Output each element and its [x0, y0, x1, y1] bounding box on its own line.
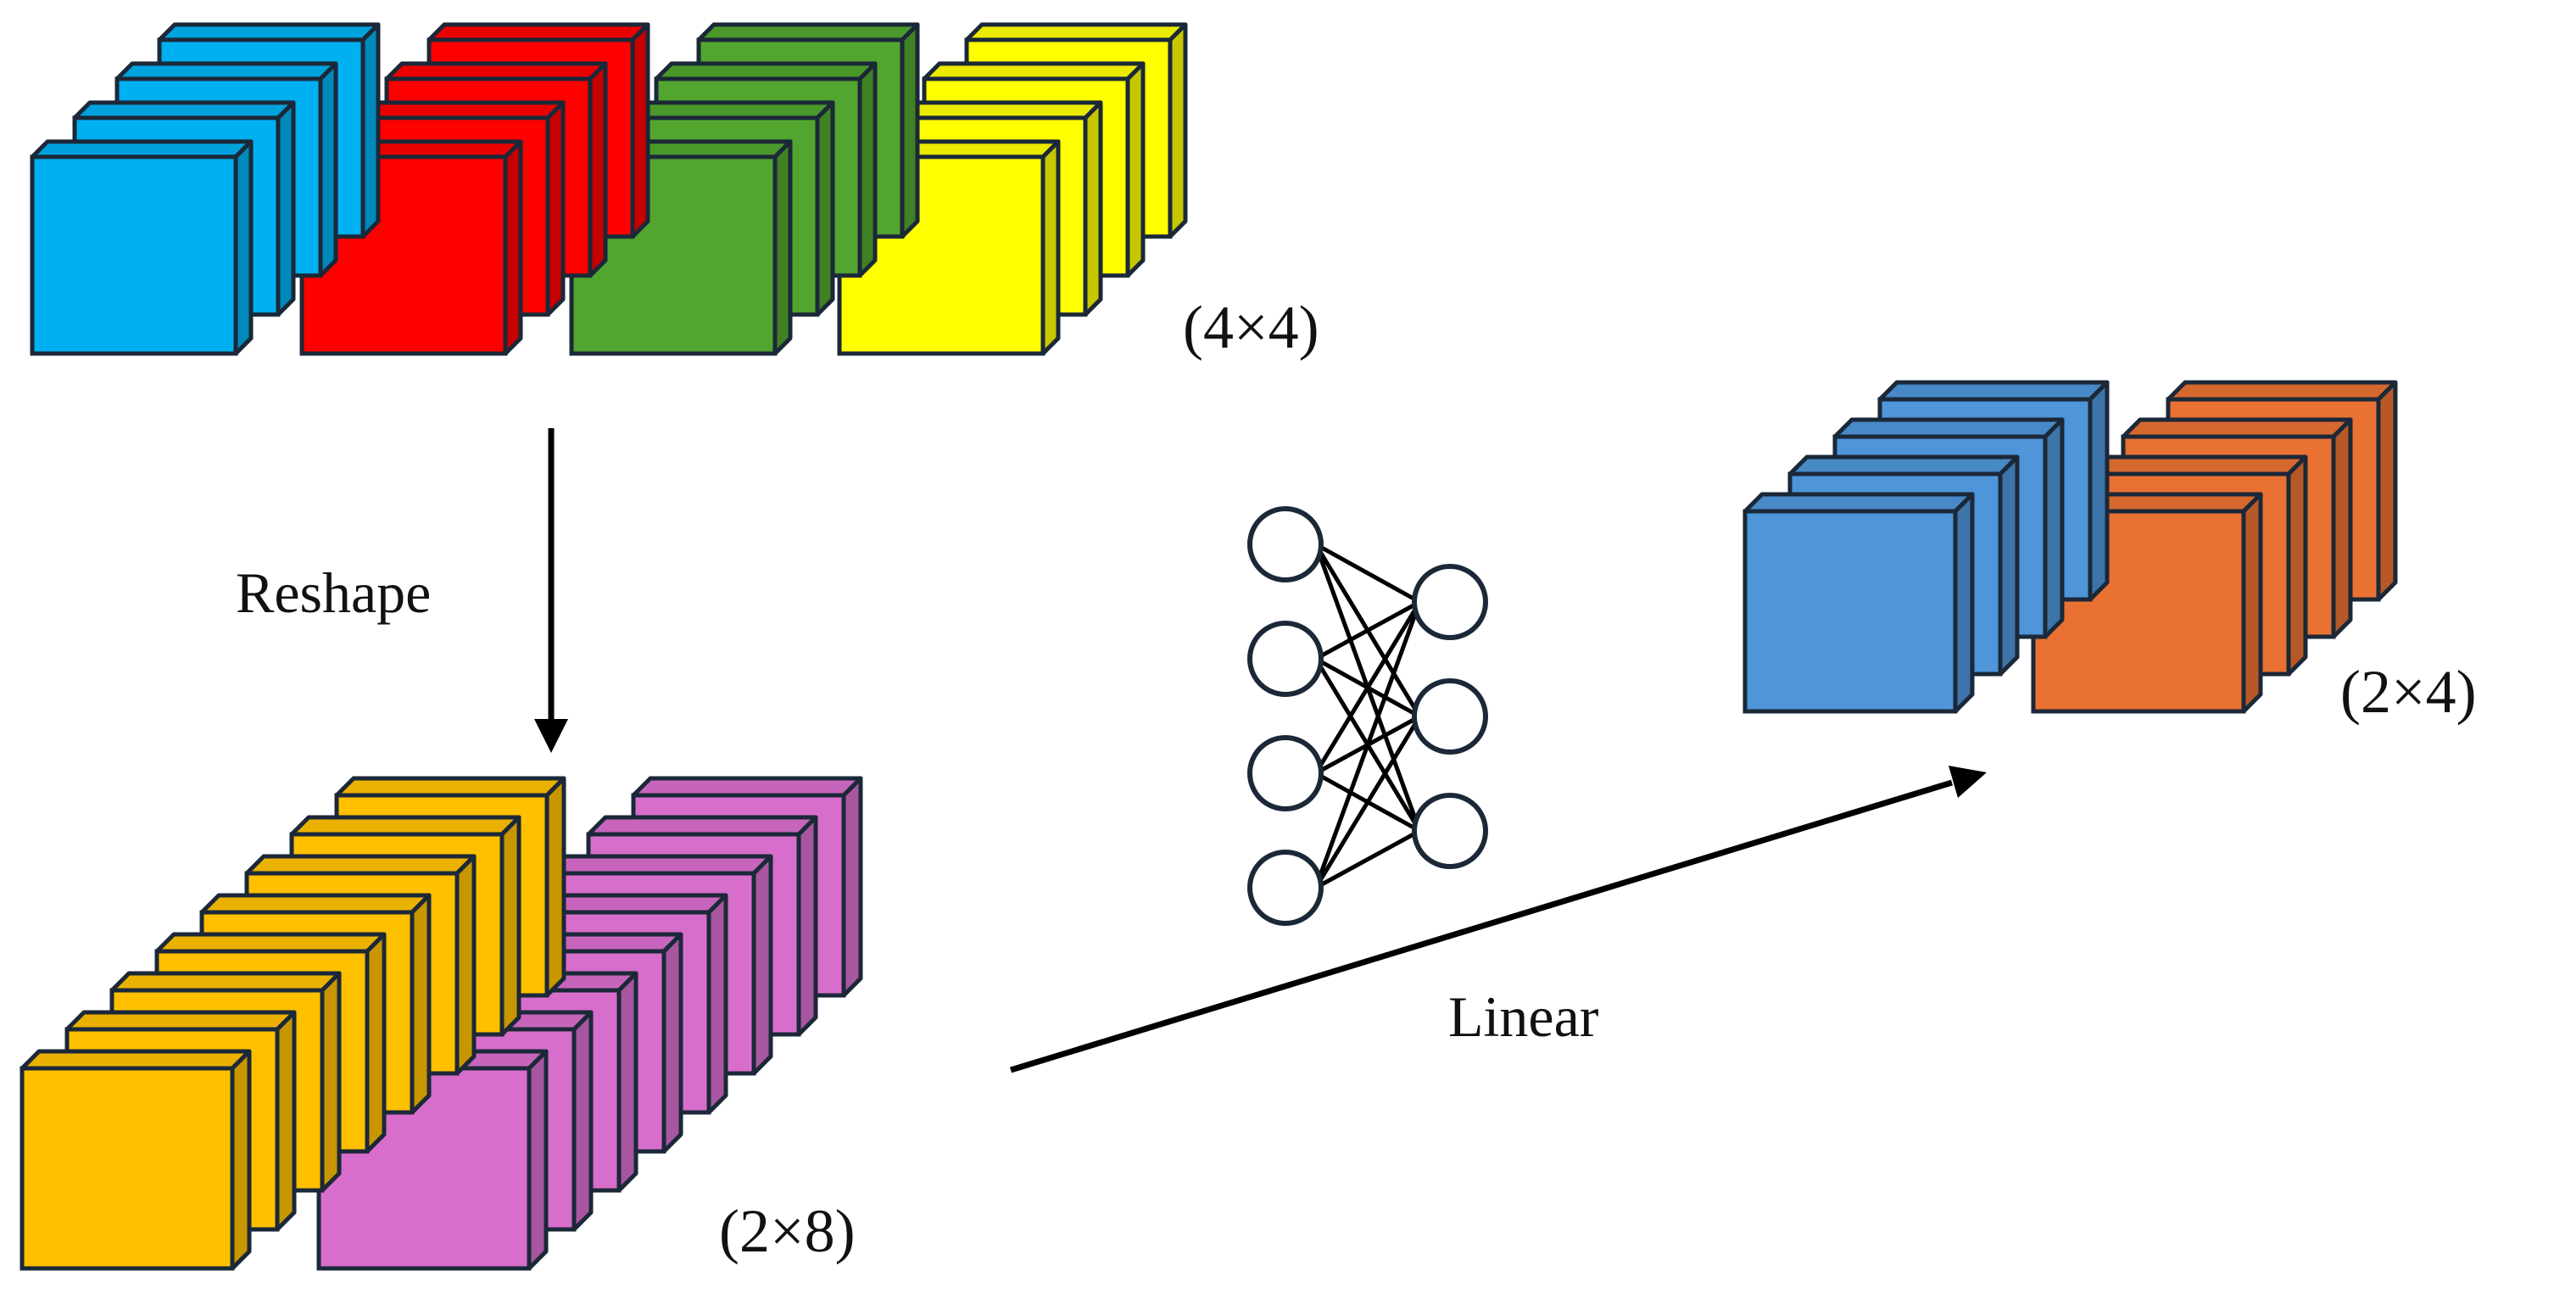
reshaped-stack: [20, 776, 863, 1271]
output-stack: [1742, 380, 2398, 714]
network-edges: [1313, 542, 1422, 890]
input-stack-group-1-cube: [30, 139, 254, 356]
network-node: [1412, 793, 1488, 869]
neural-network-icon: [1247, 506, 1488, 926]
output-stack-group-2-cube: [2031, 492, 2263, 714]
network-edge: [1313, 600, 1422, 775]
network-edge: [1314, 828, 1421, 890]
reshape-arrow: [534, 428, 568, 753]
reshaped-stack-group-1-cube: [20, 1049, 252, 1271]
network-edge: [1314, 599, 1421, 661]
network-node: [1247, 506, 1324, 582]
linear-label: Linear: [1448, 984, 1599, 1049]
input-stack: [30, 22, 1188, 356]
network-node: [1247, 735, 1324, 811]
input-shape-label: (4×4): [1183, 293, 1319, 361]
network-node: [1247, 850, 1324, 926]
reshape-label: Reshape: [236, 560, 431, 625]
cube-stacks: [20, 22, 2398, 1271]
network-edge: [1314, 542, 1421, 605]
network-node: [1412, 678, 1488, 755]
output-shape-label: (2×4): [2340, 658, 2477, 726]
network-edge: [1313, 715, 1422, 889]
network-node: [1247, 621, 1324, 697]
reshaped-shape-label: (2×8): [719, 1197, 856, 1265]
network-node: [1412, 564, 1488, 640]
output-stack-group-1-cube: [1742, 492, 1975, 714]
linear-arrow: [1009, 766, 1987, 1073]
network-edge: [1313, 601, 1422, 889]
